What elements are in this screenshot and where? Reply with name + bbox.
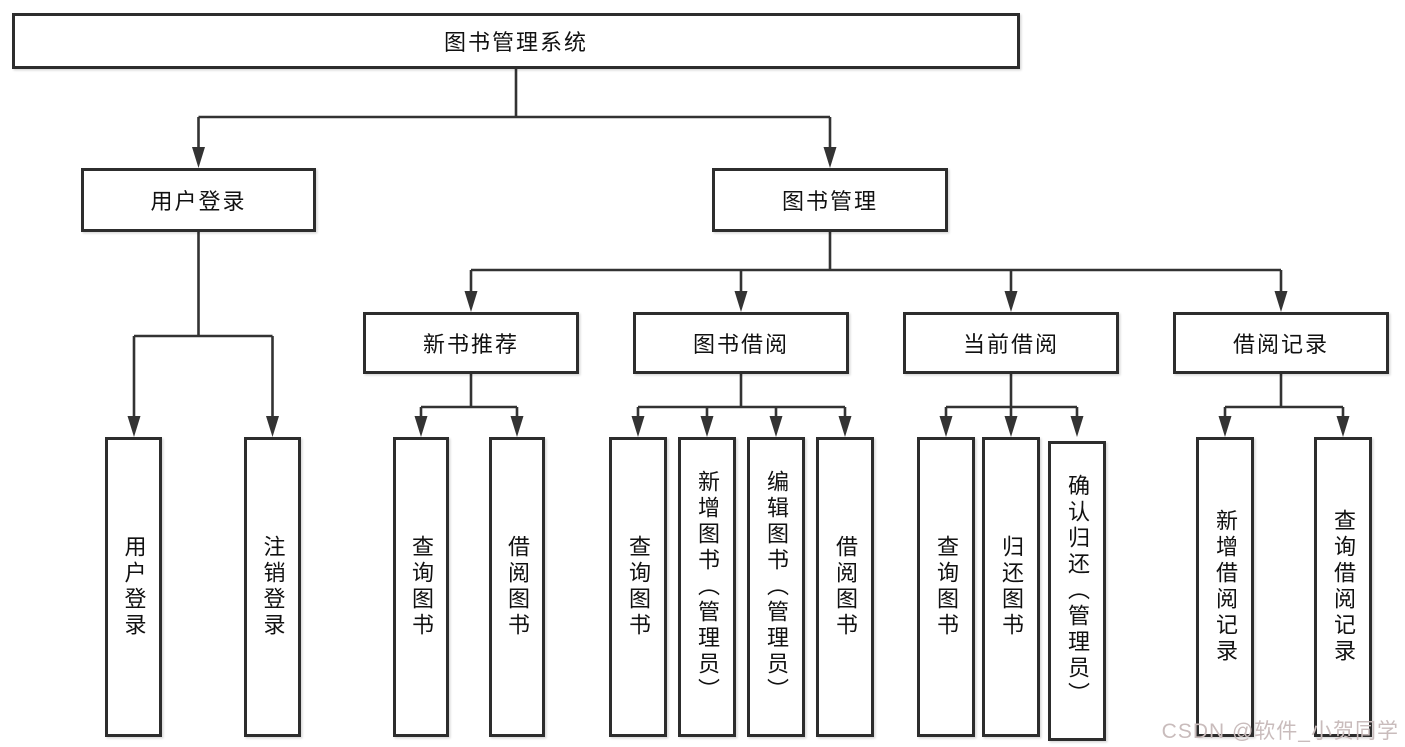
leaf-current-return: 归还图书 — [982, 437, 1040, 737]
leaf-current-confirm-return-admin-label: 确认归还（管理员） — [1065, 474, 1090, 708]
leaf-records-add: 新增借阅记录 — [1196, 437, 1254, 737]
leaf-user-login-label: 用户登录 — [121, 535, 147, 639]
node-borrow-records: 借阅记录 — [1173, 312, 1389, 374]
node-book-borrowing-label: 图书借阅 — [692, 332, 789, 357]
leaf-logout: 注销登录 — [244, 437, 301, 737]
leaf-current-query: 查询图书 — [917, 437, 975, 737]
node-root-label: 图书管理系统 — [443, 30, 588, 55]
leaf-records-add-label: 新增借阅记录 — [1213, 509, 1238, 665]
node-book-management: 图书管理 — [712, 168, 948, 232]
node-new-book-recommend: 新书推荐 — [363, 312, 579, 374]
node-book-management-label: 图书管理 — [781, 189, 878, 214]
leaf-records-query: 查询借阅记录 — [1314, 437, 1372, 737]
leaf-borrowing-query: 查询图书 — [609, 437, 667, 737]
leaf-records-query-label: 查询借阅记录 — [1331, 509, 1356, 665]
connector-path — [132, 69, 1345, 418]
leaf-borrowing-borrow: 借阅图书 — [816, 437, 874, 737]
leaf-borrowing-edit-admin-label: 编辑图书（管理员） — [764, 470, 789, 704]
leaf-newbooks-query-label: 查询图书 — [409, 535, 434, 639]
leaf-current-confirm-return-admin: 确认归还（管理员） — [1048, 441, 1106, 741]
leaf-borrowing-add-admin: 新增图书（管理员） — [678, 437, 736, 737]
node-user-login: 用户登录 — [81, 168, 316, 232]
csdn-watermark: CSDN @软件_小贺同学 — [1161, 720, 1399, 743]
leaf-newbooks-query: 查询图书 — [393, 437, 449, 737]
node-current-borrowing-label: 当前借阅 — [962, 332, 1059, 357]
leaf-user-login: 用户登录 — [105, 437, 162, 737]
leaf-current-query-label: 查询图书 — [934, 535, 959, 639]
leaf-borrowing-add-admin-label: 新增图书（管理员） — [695, 470, 720, 704]
node-new-book-recommend-label: 新书推荐 — [422, 332, 519, 357]
leaf-newbooks-borrow-label: 借阅图书 — [505, 535, 530, 639]
node-root: 图书管理系统 — [12, 13, 1020, 69]
node-book-borrowing: 图书借阅 — [633, 312, 849, 374]
leaf-logout-label: 注销登录 — [260, 535, 286, 639]
node-borrow-records-label: 借阅记录 — [1232, 332, 1329, 357]
leaf-borrowing-edit-admin: 编辑图书（管理员） — [747, 437, 805, 737]
leaf-borrowing-query-label: 查询图书 — [626, 535, 651, 639]
node-user-login-label: 用户登录 — [150, 189, 247, 214]
arrowheads — [127, 147, 1350, 437]
leaf-current-return-label: 归还图书 — [999, 535, 1024, 639]
leaf-newbooks-borrow: 借阅图书 — [489, 437, 545, 737]
leaf-borrowing-borrow-label: 借阅图书 — [833, 535, 858, 639]
node-current-borrowing: 当前借阅 — [903, 312, 1119, 374]
